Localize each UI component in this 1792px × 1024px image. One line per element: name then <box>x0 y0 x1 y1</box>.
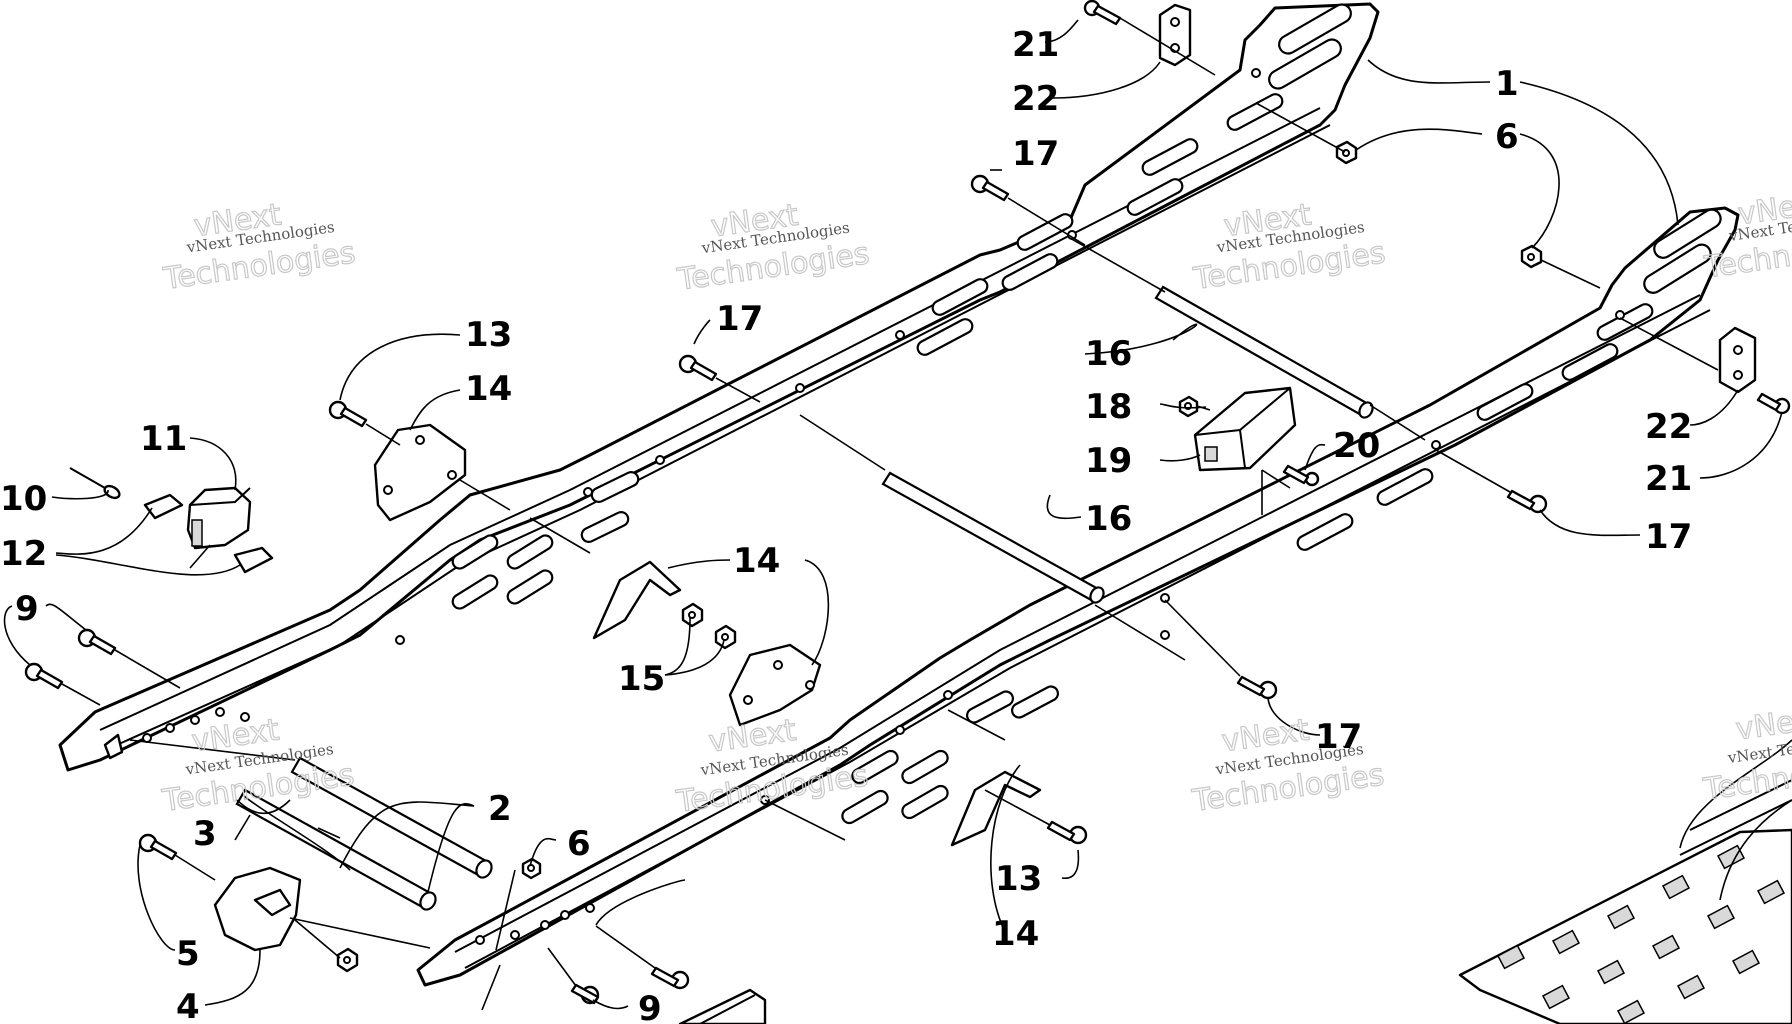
bottom-part-fragment <box>678 988 767 1024</box>
assembly-axes <box>61 17 1719 1011</box>
watermark: Technologies vNext Technologies vNext <box>1700 700 1792 808</box>
bracket-11 <box>186 486 252 550</box>
callout-19: 19 <box>1085 441 1132 481</box>
front-shaft-3 <box>235 788 437 911</box>
svg-text:vNext: vNext <box>1736 185 1792 232</box>
callout-14: 14 <box>992 914 1039 954</box>
watermark-group: Technologies vNext Technologies vNext Te… <box>159 185 1792 821</box>
callout-18: 18 <box>1085 387 1132 427</box>
callout-16: 16 <box>1085 334 1132 374</box>
bolt-9-c <box>570 983 600 1005</box>
bolt-17-a <box>970 174 1010 202</box>
callout-21: 21 <box>1012 25 1059 65</box>
nut-6-a <box>1335 140 1358 165</box>
svg-text:vNext: vNext <box>1734 701 1792 748</box>
watermark: Technologies vNext Technologies vNext <box>160 197 358 298</box>
callout-21: 21 <box>1645 459 1692 499</box>
stopper-block-4 <box>213 866 302 952</box>
callout-17: 17 <box>1012 134 1059 174</box>
callout-6: 6 <box>1495 117 1519 157</box>
bolt-17-c <box>1236 675 1278 700</box>
left-rail <box>58 2 1380 772</box>
watermark: Technologies vNext Technologies vNext <box>1190 197 1388 298</box>
watermark: Technologies vNext Technologies vNext <box>673 712 871 820</box>
callout-14: 14 <box>733 541 780 581</box>
bracket-14-upper-left <box>373 423 467 522</box>
pin-10 <box>69 467 121 500</box>
callout-17: 17 <box>1315 717 1362 757</box>
bracket-22-top <box>1158 3 1192 67</box>
nut-15-b <box>714 624 737 650</box>
bolts-and-nuts <box>24 0 1791 1005</box>
bolt-21-top <box>1083 0 1122 26</box>
callout-20: 20 <box>1333 426 1380 466</box>
callout-10: 10 <box>0 479 47 519</box>
bolt-9-a <box>77 628 117 656</box>
callout-6: 6 <box>567 824 591 864</box>
nut-15-a <box>681 602 704 628</box>
callout-labels: 21 22 1 6 17 17 13 14 11 10 12 9 16 18 1… <box>0 25 1692 1024</box>
cross-shaft-lower <box>881 471 1105 604</box>
bolt-9-d <box>650 966 690 990</box>
nut-6-b <box>1520 244 1543 269</box>
nut-4 <box>336 947 359 973</box>
track-section <box>1458 739 1792 1024</box>
slide-block-19 <box>1193 386 1297 472</box>
clip-12-a <box>143 493 184 520</box>
right-rail <box>416 206 1740 987</box>
callout-5: 5 <box>176 934 200 974</box>
callout-2: 2 <box>488 789 512 829</box>
bolt-17-b <box>678 354 718 382</box>
callout-22: 22 <box>1645 407 1692 447</box>
bracket-14-lower <box>950 770 1042 847</box>
callout-11: 11 <box>140 419 187 459</box>
bolt-20 <box>1282 464 1320 487</box>
watermark: Technologies vNext Technologies vNext <box>674 197 872 298</box>
bracket-22-right <box>1718 326 1757 394</box>
leader-lines <box>3 19 1783 1010</box>
bracket-14-mid-small <box>592 560 682 640</box>
front-shaft-2 <box>290 756 493 879</box>
bolt-21-right <box>1756 392 1791 415</box>
bolt-9-b <box>24 662 64 690</box>
nut-18 <box>1178 395 1199 418</box>
callout-22: 22 <box>1012 79 1059 119</box>
callout-13: 13 <box>995 859 1042 899</box>
callout-1: 1 <box>1495 64 1519 104</box>
bolt-5 <box>138 833 178 861</box>
callout-4: 4 <box>176 987 200 1024</box>
cross-shaft-upper <box>1154 285 1374 419</box>
bolt-13-upper <box>328 400 368 428</box>
bracket-14-center <box>728 643 822 727</box>
callout-14: 14 <box>465 369 512 409</box>
callout-9: 9 <box>15 589 39 629</box>
callout-12: 12 <box>0 534 47 574</box>
callout-17: 17 <box>716 299 763 339</box>
bolt-13-lower <box>1046 820 1088 845</box>
callout-3: 3 <box>193 814 217 854</box>
bolt-17-d <box>1506 489 1548 514</box>
callout-13: 13 <box>465 315 512 355</box>
callout-9: 9 <box>638 989 662 1024</box>
callout-15: 15 <box>618 659 665 699</box>
clip-12-b <box>233 546 274 574</box>
callout-16: 16 <box>1085 499 1132 539</box>
callout-17: 17 <box>1645 517 1692 557</box>
